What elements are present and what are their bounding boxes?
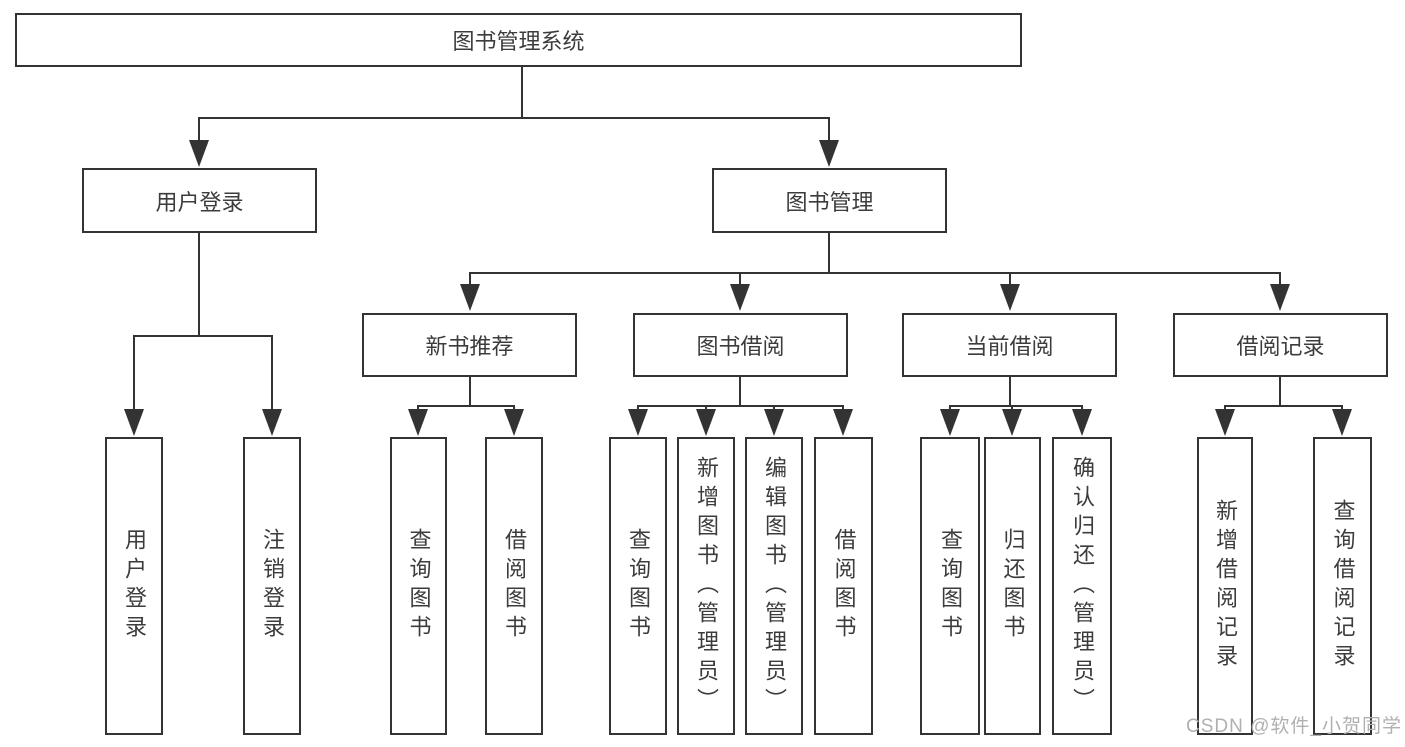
node-book-management: 图书管理 [712, 168, 947, 233]
leaf-query-books-recommend: 查询图书 [390, 437, 447, 735]
node-current-borrow-label: 当前借阅 [965, 334, 1054, 359]
arrowhead-new-book [460, 284, 480, 311]
leaf-borrow-books: 借阅图书 [814, 437, 873, 735]
leaf-query-books-borrow: 查询图书 [609, 437, 667, 735]
arrowhead-br-add [1215, 409, 1235, 436]
node-user-login: 用户登录 [82, 168, 317, 233]
node-book-borrow: 图书借阅 [633, 313, 848, 377]
arrowhead-bb-query [628, 409, 648, 436]
connector-book-borrow-bar [637, 405, 844, 407]
connector-drop-book-borrow [739, 272, 741, 290]
connector-book-borrow-stub [739, 377, 741, 407]
connector-current-borrow-stub [1009, 377, 1011, 407]
arrowhead-bb-edit [764, 409, 784, 436]
arrowhead-borrow-records [1270, 284, 1290, 311]
connector-user-login-stub [198, 233, 200, 337]
leaf-query-borrow-record-label: 查询借阅记录 [1330, 499, 1356, 673]
leaf-add-borrow-record: 新增借阅记录 [1197, 437, 1253, 735]
node-book-management-label: 图书管理 [785, 189, 874, 215]
leaf-borrow-books-recommend-label: 借阅图书 [502, 528, 527, 644]
connector-drop-borrow-records [1279, 272, 1281, 290]
leaf-query-borrow-record: 查询借阅记录 [1313, 437, 1372, 735]
connector-user-login-bar [133, 335, 273, 337]
leaf-query-books-recommend-label: 查询图书 [406, 528, 432, 644]
leaf-user-login: 用户登录 [105, 437, 163, 735]
leaf-add-book-admin: 新增图书（管理员） [677, 437, 735, 735]
leaf-borrow-books-label: 借阅图书 [831, 528, 857, 644]
connector-root-stub [521, 67, 523, 118]
node-book-borrow-label: 图书借阅 [696, 334, 785, 359]
connector-book-management-bar [469, 272, 1281, 274]
connector-drop-leaf-logout [271, 335, 273, 413]
leaf-return-books: 归还图书 [984, 437, 1041, 735]
connector-drop-new-book [469, 272, 471, 290]
arrowhead-leaf-logout [262, 409, 282, 436]
connector-book-management-stub [828, 233, 830, 274]
leaf-edit-book-admin: 编辑图书（管理员） [745, 437, 803, 735]
node-root-label: 图书管理系统 [452, 29, 585, 54]
arrowhead-user-login [189, 140, 209, 167]
arrowhead-bb-borrow [833, 409, 853, 436]
leaf-borrow-books-recommend: 借阅图书 [485, 437, 543, 735]
connector-borrow-records-bar [1224, 405, 1343, 407]
arrowhead-br-query [1332, 409, 1352, 436]
connector-root-bar [198, 117, 830, 119]
leaf-logout: 注销登录 [243, 437, 301, 735]
node-borrow-records-label: 借阅记录 [1236, 334, 1325, 359]
leaf-query-books-current-label: 查询图书 [938, 528, 963, 644]
node-current-borrow: 当前借阅 [902, 313, 1117, 377]
node-new-book-recommend: 新书推荐 [362, 313, 577, 377]
connector-drop-leaf-login [133, 335, 135, 413]
leaf-confirm-return-admin-label: 确认归还（管理员） [1070, 455, 1095, 717]
arrowhead-nb-borrow [504, 409, 524, 436]
connector-drop-user-login [198, 117, 200, 147]
leaf-edit-book-admin-label: 编辑图书（管理员） [762, 455, 787, 717]
connector-drop-current-borrow [1009, 272, 1011, 290]
connector-current-borrow-bar [949, 405, 1083, 407]
leaf-query-books-current: 查询图书 [920, 437, 980, 735]
node-root: 图书管理系统 [15, 13, 1022, 67]
leaf-logout-label: 注销登录 [260, 528, 285, 644]
connector-drop-book-management [828, 117, 830, 147]
arrowhead-book-management [819, 140, 839, 167]
leaf-add-book-admin-label: 新增图书（管理员） [694, 455, 719, 717]
arrowhead-bb-add [696, 409, 716, 436]
csdn-watermark: CSDN @软件_小贺同学 [1186, 716, 1402, 737]
arrowhead-leaf-login [124, 409, 144, 436]
arrowhead-cb-return [1002, 409, 1022, 436]
leaf-user-login-label: 用户登录 [122, 528, 147, 644]
leaf-confirm-return-admin: 确认归还（管理员） [1052, 437, 1112, 735]
leaf-add-borrow-record-label: 新增借阅记录 [1213, 499, 1238, 673]
connector-new-book-stub [469, 377, 471, 407]
arrowhead-cb-query [940, 409, 960, 436]
arrowhead-book-borrow [730, 284, 750, 311]
leaf-return-books-label: 归还图书 [1000, 528, 1026, 644]
node-new-book-recommend-label: 新书推荐 [425, 334, 514, 359]
arrowhead-cb-confirm [1072, 409, 1092, 436]
arrowhead-current-borrow [1000, 284, 1020, 311]
leaf-query-books-borrow-label: 查询图书 [626, 528, 651, 644]
arrowhead-nb-query [408, 409, 428, 436]
connector-new-book-bar [417, 405, 515, 407]
node-user-login-label: 用户登录 [155, 189, 244, 215]
connector-borrow-records-stub [1279, 377, 1281, 407]
node-borrow-records: 借阅记录 [1173, 313, 1388, 377]
